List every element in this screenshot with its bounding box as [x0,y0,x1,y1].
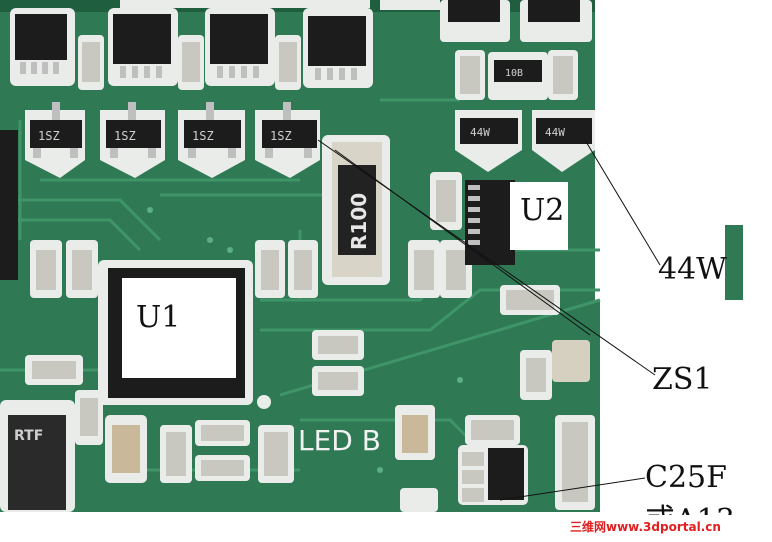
silkscreen-led-b: LED B [298,424,381,457]
rtf-marking: RTF [14,428,43,444]
label-c25f: C25F [645,460,727,495]
chip-marking-2: 1SZ [114,129,136,143]
label-a13: 或A13 [645,495,735,515]
chip-marking-3: 1SZ [192,129,214,143]
u2-label-box [510,182,568,250]
watermark-text: 三维网www.3dportal.cn [570,520,721,534]
chip-marking-4: 1SZ [270,129,292,143]
u2-label: U2 [520,193,565,228]
chip-marking-1: 1SZ [38,129,60,143]
chip-marking-44w-1: 44W [470,126,490,139]
label-44w: 44W [658,252,728,287]
bottom-strip [0,512,350,538]
chip-marking-10b: 10B [505,68,523,79]
r100-resistor: RTF R100 [322,135,390,285]
right-blank-strip [595,0,625,300]
sot23-44w-parts: 10B 44W 44W [440,0,595,172]
board-edge-fragment [725,225,743,300]
passive-components [0,50,595,512]
u1-label: U1 [136,300,181,335]
c25f-part [458,445,528,505]
u2-package [465,180,515,265]
r100-marking: R100 [347,193,371,250]
chip-marking-44w-2: 44W [545,126,565,139]
annotation-leader-lines [317,139,661,501]
u1-label-box [122,278,236,378]
top-mosfet-row [0,0,595,90]
sot23-row: 1SZ 1SZ 1SZ 1SZ [25,102,320,178]
bottom-left-component: RTF [0,400,75,512]
label-zs1: ZS1 [652,362,713,397]
